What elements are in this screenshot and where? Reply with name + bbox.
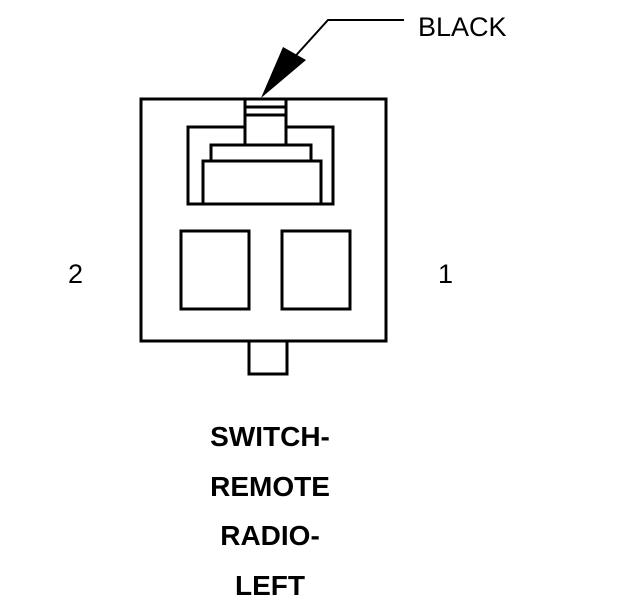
caption-line: RADIO- [170, 511, 370, 561]
pin-1-label: 1 [438, 259, 453, 290]
connector-latch-base [203, 161, 321, 204]
connector-latch-tab [211, 145, 311, 161]
pin-2-label: 2 [68, 259, 83, 290]
wire-color-callout: BLACK [418, 12, 507, 43]
caption-line: REMOTE [170, 462, 370, 512]
caption-line: SWITCH- [170, 412, 370, 462]
pin-2-cavity [181, 231, 249, 309]
caption-line: LEFT [170, 561, 370, 610]
callout-leader-line [290, 20, 404, 62]
connector-bottom-tab [249, 341, 287, 374]
pin-1-cavity [282, 231, 350, 309]
callout-arrowhead [261, 47, 306, 98]
connector-caption: SWITCH- REMOTE RADIO- LEFT [170, 412, 370, 610]
